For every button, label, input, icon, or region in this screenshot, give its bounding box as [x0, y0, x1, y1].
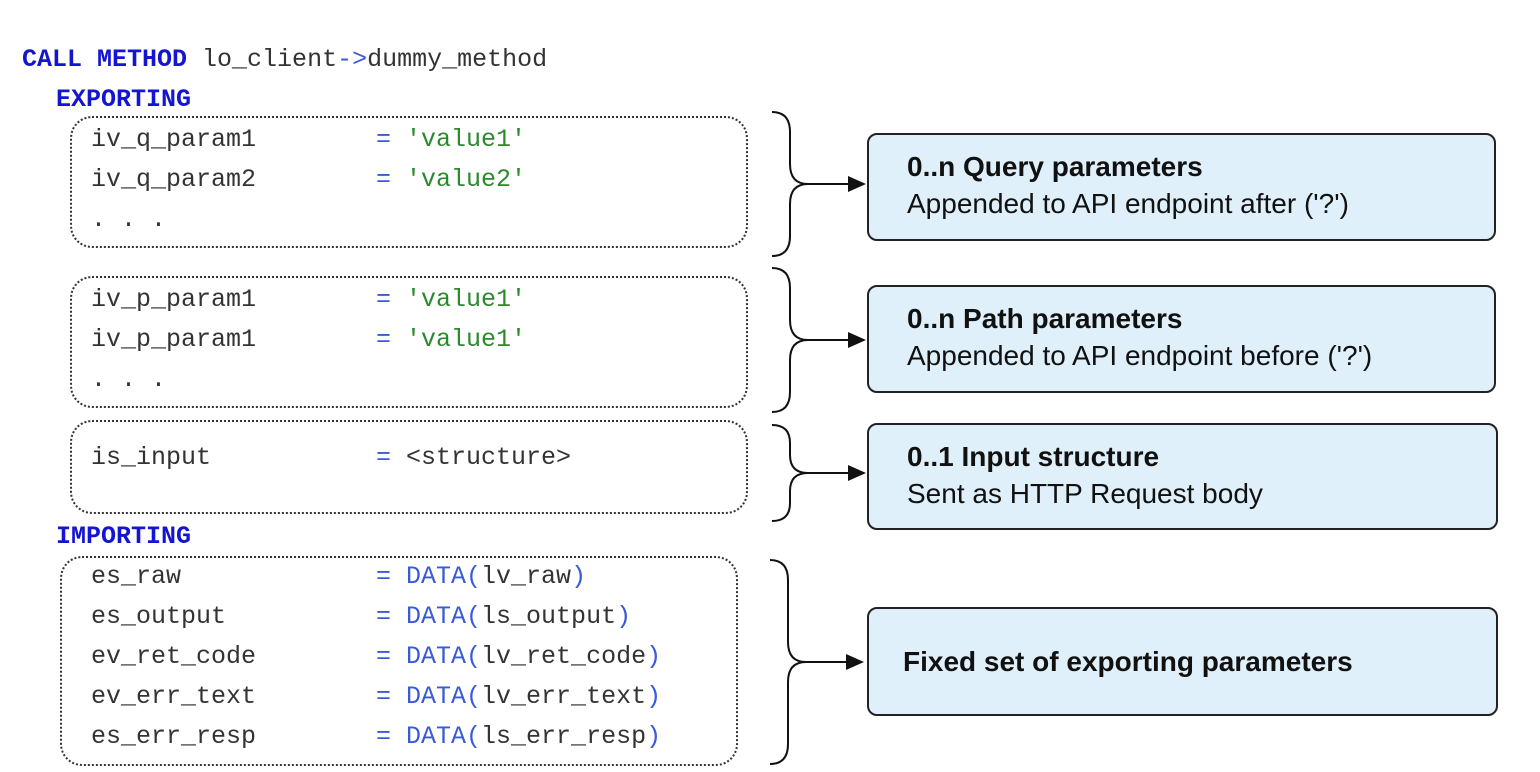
method-name: dummy_method	[367, 45, 548, 74]
input-row: is_input	[91, 438, 211, 478]
param-value: 'value1'	[406, 285, 527, 314]
input-structure-group	[70, 420, 748, 514]
path-ellipsis: . . .	[91, 365, 167, 394]
object-name: lo_client	[202, 45, 338, 74]
exporting-keyword: EXPORTING	[56, 85, 192, 114]
param-value: <structure>	[406, 443, 572, 472]
query-param-row: iv_q_param2	[91, 160, 256, 200]
import-param-row: ev_ret_code	[91, 642, 257, 671]
query-ellipsis: . . .	[91, 205, 167, 234]
input-structure-callout: 0..1 Input structure Sent as HTTP Reques…	[867, 423, 1498, 530]
importing-brace	[769, 559, 807, 765]
input-eq: = <structure>	[376, 443, 572, 472]
param-name: is_input	[91, 443, 212, 472]
query-params-callout: 0..n Query parameters Appended to API en…	[867, 133, 1496, 241]
query-param-eq: = 'value2'	[376, 165, 527, 194]
param-name: iv_p_param1	[91, 285, 257, 314]
path-params-group	[70, 276, 748, 408]
param-value: 'value1'	[406, 325, 527, 354]
path-params-callout: 0..n Path parameters Appended to API end…	[867, 285, 1496, 393]
param-name: iv_p_param1	[91, 325, 257, 354]
callout-subtitle: Sent as HTTP Request body	[907, 478, 1263, 509]
import-param-row: es_err_resp	[91, 722, 257, 751]
import-param-eq: = DATA(lv_err_text)	[376, 682, 662, 711]
import-param-eq: = DATA(ls_err_resp)	[376, 722, 662, 751]
query-brace	[771, 111, 809, 257]
callout-title: Fixed set of exporting parameters	[903, 645, 1353, 677]
path-param-eq: = 'value1'	[376, 285, 527, 314]
path-param-eq: = 'value1'	[376, 325, 527, 354]
import-param-eq: = DATA(lv_raw)	[376, 562, 587, 591]
importing-keyword: IMPORTING	[56, 522, 192, 551]
import-param-eq: = DATA(lv_ret_code)	[376, 642, 662, 671]
exporting-params-callout: Fixed set of exporting parameters	[867, 607, 1498, 716]
call-method-keyword: CALL METHOD	[22, 45, 188, 74]
call-line: CALL METHOD lo_client->dummy_method	[22, 40, 547, 80]
import-param-row: es_raw	[91, 562, 182, 591]
query-param-row: iv_q_param1	[91, 120, 256, 160]
callout-title: 0..n Path parameters	[907, 303, 1183, 334]
arrow-operator: ->	[337, 45, 368, 74]
param-value: 'value2'	[406, 165, 527, 194]
callout-subtitle: Appended to API endpoint after ('?')	[907, 188, 1349, 219]
importing-params-group	[60, 556, 738, 766]
param-name: iv_q_param2	[91, 165, 257, 194]
import-param-row: ev_err_text	[91, 682, 257, 711]
path-param-row: iv_p_param1	[91, 280, 256, 320]
callout-subtitle: Appended to API endpoint before ('?')	[907, 340, 1373, 371]
import-param-row: es_output	[91, 602, 227, 631]
import-param-eq: = DATA(ls_output)	[376, 602, 632, 631]
param-value: 'value1'	[406, 125, 527, 154]
query-params-group	[70, 116, 748, 248]
callout-title: 0..1 Input structure	[907, 441, 1160, 472]
callout-title: 0..n Query parameters	[907, 151, 1203, 182]
param-name: iv_q_param1	[91, 125, 257, 154]
query-param-eq: = 'value1'	[376, 125, 527, 154]
path-param-row: iv_p_param1	[91, 320, 256, 360]
path-brace	[771, 267, 809, 413]
input-brace	[771, 424, 809, 522]
